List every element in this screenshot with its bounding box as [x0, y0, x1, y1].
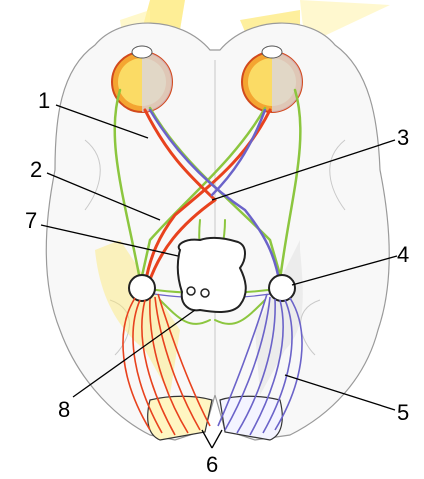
label-8: 8	[58, 397, 70, 422]
occipital-lobes	[148, 396, 283, 440]
brain-outline	[46, 23, 389, 440]
left-lateral-geniculate-nucleus	[129, 275, 155, 301]
label-7: 7	[25, 208, 37, 233]
right-lateral-geniculate-nucleus	[269, 275, 295, 301]
label-2: 2	[30, 157, 42, 182]
label-5: 5	[397, 400, 409, 425]
label-4: 4	[397, 242, 409, 267]
midbrain	[178, 238, 246, 312]
label-3: 3	[397, 125, 409, 150]
label-1: 1	[38, 88, 50, 113]
label-6: 6	[206, 452, 218, 477]
